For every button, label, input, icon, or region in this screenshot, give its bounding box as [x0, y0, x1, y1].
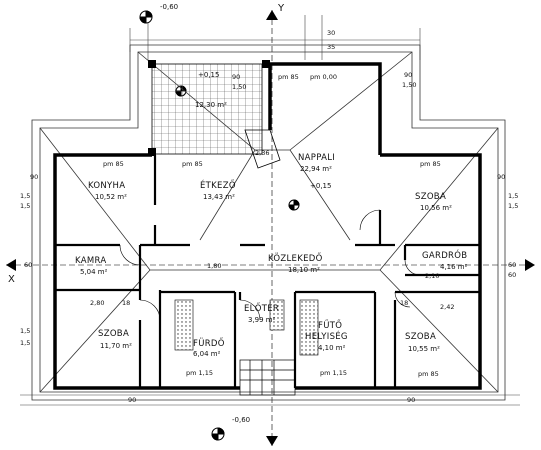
- room-futo-area: 4,10 m²: [318, 344, 346, 352]
- level-bottom-label: -0,60: [232, 416, 251, 424]
- dim-pm115-futo: pm 1,15: [320, 369, 347, 377]
- room-kamra-area: 5,04 m²: [80, 268, 108, 276]
- chimney: [269, 299, 285, 331]
- room-futo-name2: HELYISÉG: [305, 332, 348, 342]
- dim-35-top: 35: [327, 43, 336, 51]
- axis-x-arrow-icon: [6, 259, 535, 271]
- dim-30-top: 30: [327, 29, 336, 37]
- dim-90-top-right: 90: [404, 71, 413, 79]
- dim-15-left-2: 1,5: [20, 202, 31, 210]
- terrace-floor: [151, 63, 263, 155]
- room-nappali-name: NAPPALI: [298, 153, 336, 163]
- dim-236: 2,36: [255, 149, 270, 157]
- room-konyha-name: KONYHA: [88, 181, 126, 191]
- axis-y-label: Y: [278, 3, 285, 14]
- room-kamra-name: KAMRA: [75, 256, 107, 266]
- room-konyha-area: 10,52 m²: [95, 193, 127, 201]
- room-furdo-name: FÜRDŐ: [193, 339, 225, 349]
- room-szoba-se-area: 10,55 m²: [408, 345, 440, 353]
- dim-90-right: 90: [497, 173, 506, 181]
- room-gardrob-name: GARDRÓB: [422, 251, 468, 261]
- room-szoba-se-name: SZOBA: [405, 332, 437, 342]
- dim-60-right: 60: [508, 261, 517, 269]
- axis-x-label: X: [8, 274, 15, 285]
- room-furdo-area: 6,04 m²: [193, 350, 221, 358]
- terrace-area: 12,30 m²: [195, 101, 227, 109]
- dim-15-left-4: 1,5: [20, 339, 31, 347]
- dim-150-terrace: 1,50: [232, 83, 247, 91]
- room-futo-name: FŰTŐ: [318, 321, 343, 331]
- dim-pm85-terrace: pm 85: [278, 73, 299, 81]
- room-eloter-area: 3,99 m²: [248, 316, 276, 324]
- room-kozlekedo-area: 18,10 m²: [288, 266, 320, 274]
- room-etkezo-name: ÉTKEZŐ: [200, 181, 236, 191]
- dim-15-right-2: 1,5: [508, 202, 519, 210]
- level-terrace-label: +0,15: [198, 71, 220, 79]
- furdo-hatch: [174, 299, 194, 351]
- dim-15-left-3: 1,5: [20, 327, 31, 335]
- dim-90-terrace: 90: [232, 73, 241, 81]
- terrace-door-step: [244, 129, 281, 169]
- dim-90-bottom-r: 90: [407, 396, 416, 404]
- futo-hatch: [299, 299, 319, 356]
- room-szoba-ne-area: 10,56 m²: [420, 204, 452, 212]
- dim-90-bottom: 90: [128, 396, 137, 404]
- level-marker-top-icon: [139, 10, 153, 24]
- dim-242: 2,42: [440, 303, 455, 311]
- dim-pm85-szoba-ne: pm 85: [420, 160, 441, 168]
- door-swings: [119, 209, 421, 321]
- dim-pm85-konyha: pm 85: [103, 160, 124, 168]
- exterior-walls: [53, 62, 482, 390]
- level-living-label: +0,15: [310, 182, 332, 190]
- roof-outline: [31, 44, 506, 401]
- dim-210-gardrob: 2,10: [425, 272, 440, 280]
- level-top-label: -0,60: [160, 3, 179, 11]
- dim-pm115-furdo: pm 1,15: [186, 369, 213, 377]
- dim-18-sw: 18: [122, 299, 131, 307]
- dim-18-se: 18: [400, 299, 409, 307]
- dim-15-left-1: 1,5: [20, 192, 31, 200]
- level-marker-bottom-icon: [211, 427, 225, 441]
- entrance-steps: [239, 359, 296, 396]
- dim-60-right-b: 60: [508, 271, 517, 279]
- room-etkezo-area: 13,43 m²: [203, 193, 235, 201]
- dim-15-right-1: 1,5: [508, 192, 519, 200]
- room-eloter-name: ELŐTÉR: [244, 304, 280, 314]
- dim-60-left: 60: [24, 261, 33, 269]
- room-szoba-ne-name: SZOBA: [415, 192, 447, 202]
- dim-180: 1,80: [207, 262, 222, 270]
- room-szoba-sw-area: 11,70 m²: [100, 342, 132, 350]
- axis-y-arrow-icon: [266, 10, 278, 446]
- room-gardrob-area: 4,16 m²: [440, 263, 468, 271]
- terrace-columns: [148, 60, 270, 156]
- room-kozlekedo-name: KÖZLEKEDŐ: [268, 254, 323, 264]
- dim-pm85-szoba-se: pm 85: [418, 370, 439, 378]
- pm-terrace-label: pm 0,00: [310, 73, 337, 81]
- dim-280: 2,80: [90, 299, 105, 307]
- level-marker-living-icon: [288, 199, 300, 211]
- room-nappali-area: 22,94 m²: [300, 165, 332, 173]
- dim-pm85-etkezo: pm 85: [182, 160, 203, 168]
- dim-90-left: 90: [30, 173, 39, 181]
- dim-150-top-right: 1,50: [402, 81, 417, 89]
- room-szoba-sw-name: SZOBA: [98, 329, 130, 339]
